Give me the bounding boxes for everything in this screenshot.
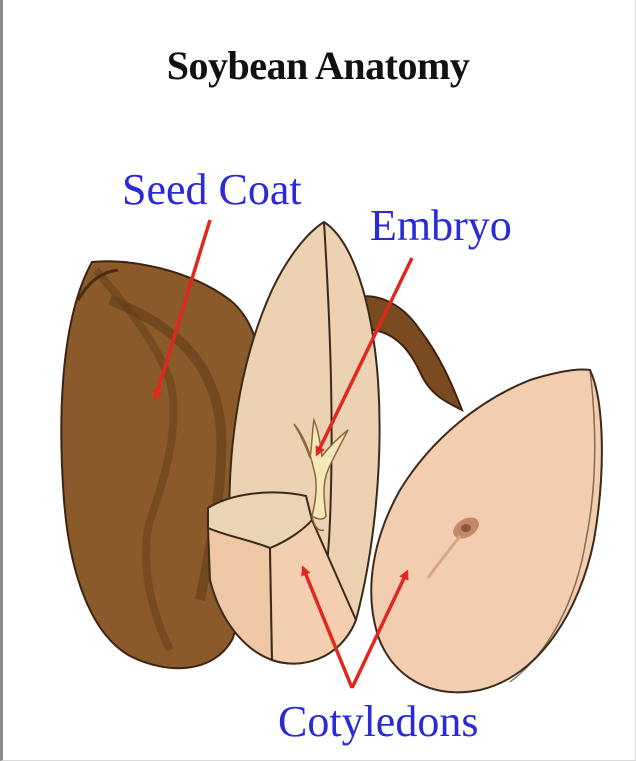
right-cotyledon	[371, 369, 602, 692]
center-cotyledon	[208, 222, 380, 664]
cotyledons-label: Cotyledons	[278, 700, 478, 744]
embryo-label: Embryo	[370, 204, 512, 248]
seed-coat-label: Seed Coat	[122, 168, 302, 212]
